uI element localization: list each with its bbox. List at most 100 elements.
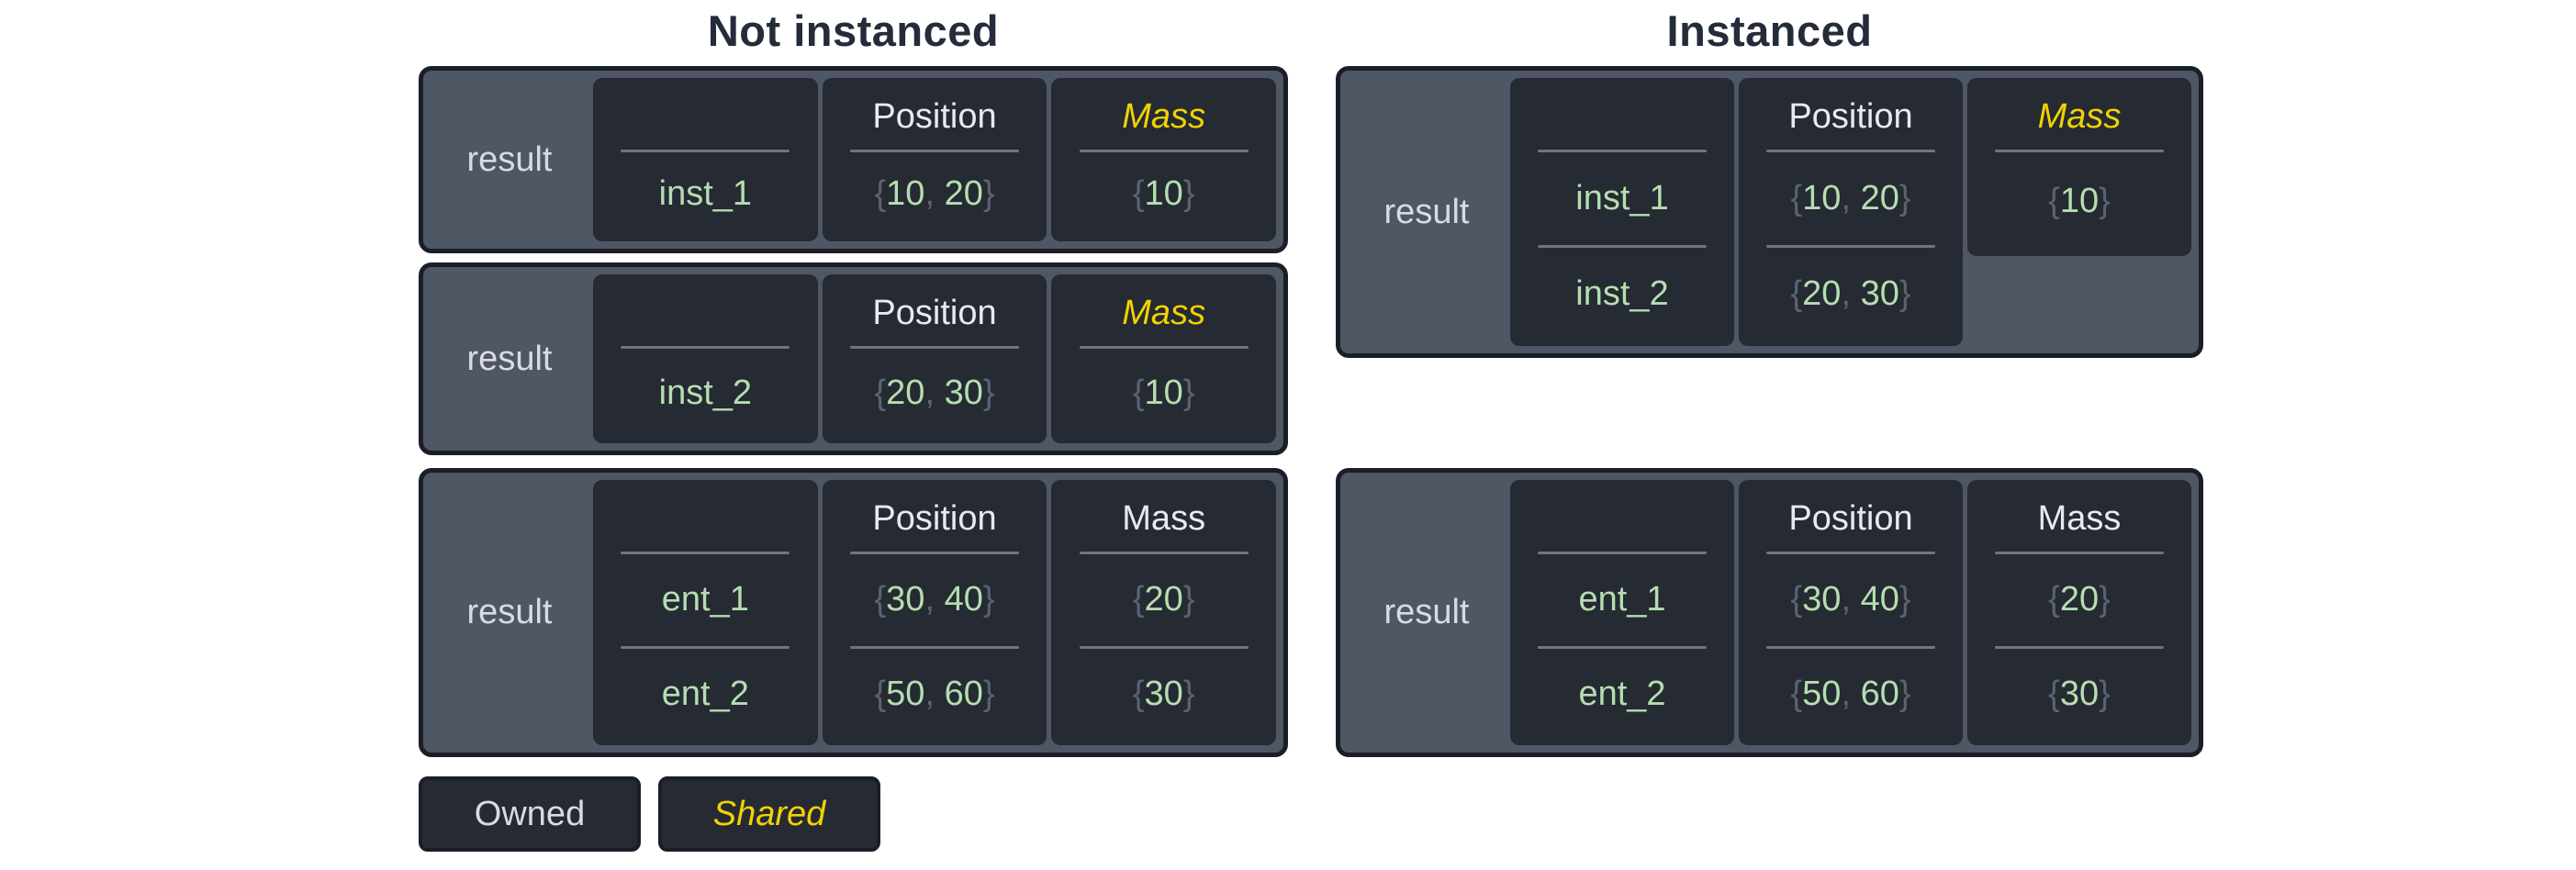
table-row: ent_1 [602, 552, 809, 646]
divider [1538, 645, 1707, 649]
result-label: result [1383, 192, 1470, 231]
number: 30 [1144, 674, 1183, 713]
brace: { [1790, 274, 1803, 313]
position-column: Position {20, 30} [822, 274, 1047, 443]
entity-column: inst_1 [593, 78, 818, 241]
value: {50, 60} [1790, 649, 1910, 741]
table-row: {50, 60} [1748, 645, 1954, 741]
column-header: Position [872, 293, 997, 332]
brace: } [1182, 674, 1195, 713]
brace: } [982, 374, 995, 412]
divider [1995, 645, 2164, 649]
divider [849, 645, 1020, 649]
divider [1079, 150, 1249, 152]
column-header: Mass [2037, 498, 2122, 538]
brace: { [1790, 580, 1803, 619]
entity-name: ent_1 [661, 580, 749, 619]
number: 10 [886, 174, 925, 213]
number: 40 [1860, 580, 1899, 619]
table-row: {50, 60} [832, 645, 1038, 741]
position-column: Position {30, 40} {50, 60} [1739, 480, 1963, 745]
number: 60 [1860, 674, 1899, 713]
brace: } [982, 174, 995, 213]
divider [621, 645, 790, 649]
divider [1995, 552, 2164, 554]
table-row: {20, 30} [832, 346, 1038, 438]
divider [1538, 245, 1707, 248]
brace: { [1132, 674, 1145, 713]
value: {10} [1133, 349, 1195, 438]
brace: } [2099, 674, 2111, 713]
archetype-box-inst2: result inst_2 Position {20, 30} Mass [419, 262, 1288, 455]
result-label: result [466, 593, 553, 631]
columns: ent_1 ent_2 Position {30, 40} {50, 60} [593, 480, 1277, 745]
columns: inst_2 Position {20, 30} Mass {10} [593, 274, 1277, 443]
number: 20 [2059, 580, 2100, 619]
brace: } [982, 580, 995, 619]
entity-name: ent_2 [1578, 674, 1666, 713]
legend-shared: Shared [658, 776, 880, 852]
brace: { [874, 174, 887, 213]
entity-column: ent_1 ent_2 [593, 480, 818, 745]
column-header: Position [1788, 498, 1913, 538]
columns: ent_1 ent_2 Position {30, 40} {50, 60} [1510, 480, 2191, 745]
result-label: result [466, 139, 553, 179]
separator: , [1841, 274, 1861, 313]
brace: { [1790, 674, 1803, 713]
number: 20 [886, 374, 925, 412]
brace: { [874, 674, 887, 713]
brace: } [2099, 182, 2111, 220]
value: {50, 60} [874, 649, 994, 741]
table-row: {10} [1060, 346, 1267, 438]
position-column: Position {30, 40} {50, 60} [822, 480, 1047, 745]
brace: } [1182, 374, 1195, 412]
brace: } [1182, 580, 1195, 619]
value: {30} [1133, 649, 1195, 741]
number: 10 [1144, 374, 1183, 412]
table-row: {20, 30} [1748, 245, 1954, 340]
table-row: {20} [1060, 552, 1267, 646]
brace: { [1790, 179, 1803, 218]
table-row: {10} [1977, 150, 2182, 251]
separator: , [1841, 179, 1861, 218]
value: {30, 40} [1790, 554, 1910, 646]
brace: } [1898, 179, 1911, 218]
divider [1079, 552, 1249, 554]
result-label: result [1383, 593, 1470, 631]
separator: , [1841, 580, 1861, 619]
position-column: Position {10, 20} [822, 78, 1047, 241]
value: {20, 30} [874, 349, 994, 438]
number: 10 [1144, 174, 1183, 213]
separator: , [924, 174, 945, 213]
columns: inst_1 inst_2 Position {10, 20} {20, 30} [1510, 78, 2191, 346]
brace: { [2048, 182, 2060, 220]
table-row: {20} [1977, 552, 2182, 646]
table-row: {30, 40} [1748, 552, 1954, 646]
separator: , [924, 580, 945, 619]
position-column: Position {10, 20} {20, 30} [1739, 78, 1963, 346]
result-label: result [466, 339, 553, 378]
archetype-box-inst1: result inst_1 Position {10, 20} Mass [419, 66, 1288, 253]
brace: } [1182, 174, 1195, 213]
entity-name: ent_1 [1578, 580, 1666, 619]
instanced-title: Instanced [1666, 6, 1873, 55]
column-header-shared: Mass [1122, 96, 1206, 136]
number: 10 [2059, 182, 2100, 220]
not-instanced-column: Not instanced result inst_1 Position {10… [419, 0, 1288, 870]
value: {20} [1133, 554, 1195, 646]
brace: } [1898, 674, 1911, 713]
value: {10, 20} [874, 152, 994, 236]
divider [1766, 552, 1935, 554]
brace: { [1132, 580, 1145, 619]
brace: { [1132, 174, 1145, 213]
divider [1079, 645, 1249, 649]
column-header-shared: Mass [1122, 293, 1206, 332]
divider [1766, 245, 1935, 248]
number: 30 [944, 374, 983, 412]
mass-column: Mass {10} [1051, 274, 1277, 443]
archetype-box-instanced: result inst_1 inst_2 Position {10, 20} [1336, 66, 2203, 358]
number: 20 [1860, 179, 1899, 218]
archetype-box-entities: result ent_1 ent_2 Position {30, 40} [1336, 468, 2203, 757]
entity-name: ent_2 [661, 674, 749, 713]
value: {20, 30} [1790, 248, 1910, 340]
